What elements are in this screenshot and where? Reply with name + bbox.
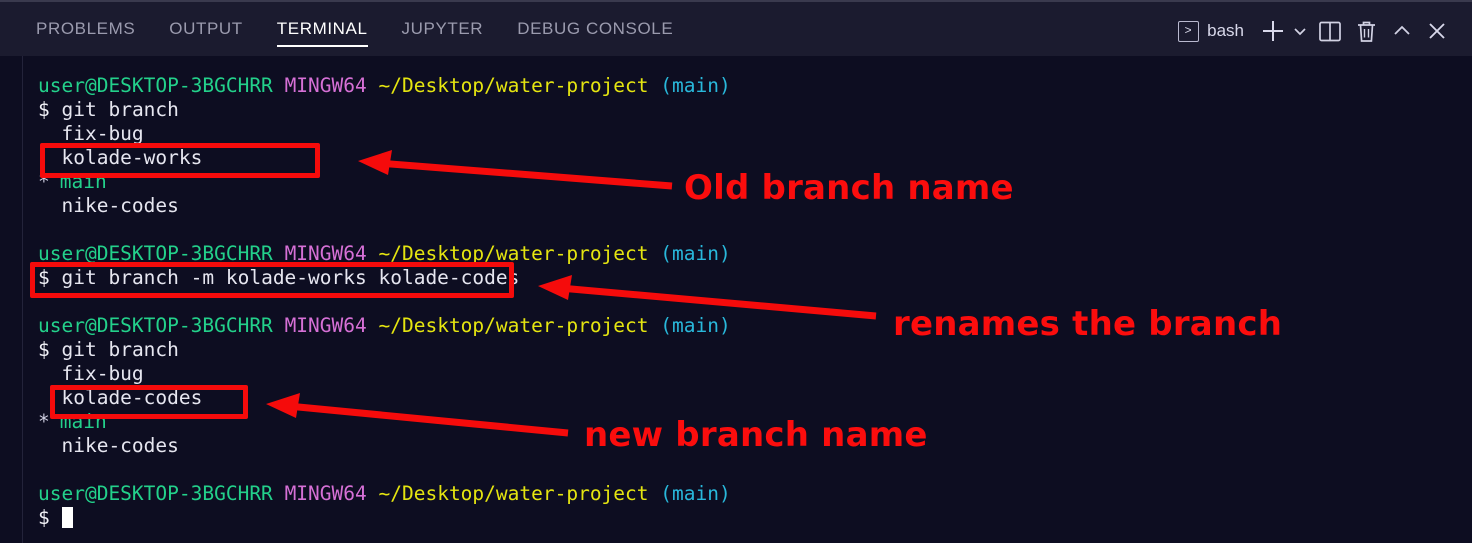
terminal-toolbar: > bash (1175, 4, 1454, 58)
kill-terminal-button[interactable] (1348, 14, 1384, 48)
branch-item-main-1: * main (38, 170, 107, 194)
tab-problems[interactable]: PROBLEMS (36, 2, 135, 56)
chevron-right-box-icon: > (1177, 20, 1199, 42)
prompt-user-host: user@DESKTOP-3BGCHRR (38, 482, 273, 505)
branch-label: kolade-codes (38, 386, 203, 409)
tab-problems-label: PROBLEMS (36, 19, 136, 38)
terminal-cursor (61, 507, 73, 528)
branch-item-kolade-codes: kolade-codes (38, 386, 202, 410)
tab-debug-console[interactable]: DEBUG CONSOLE (517, 2, 673, 56)
branch-label: fix-bug (38, 122, 144, 145)
tab-debug-console-label: DEBUG CONSOLE (517, 19, 674, 38)
prompt-line-1: user@DESKTOP-3BGCHRR MINGW64 ~/Desktop/w… (38, 74, 731, 98)
close-x-icon (1429, 23, 1445, 39)
panel-top-border (0, 0, 1472, 2)
branch-item-nike-codes-1: nike-codes (38, 194, 179, 218)
command-line-4[interactable]: $ (38, 506, 73, 530)
prompt-branch: (main) (660, 314, 731, 337)
plus-icon (1263, 21, 1283, 41)
prompt-symbol: $ (38, 266, 50, 289)
tab-terminal-label: TERMINAL (276, 19, 368, 38)
prompt-symbol: $ (38, 98, 50, 121)
prompt-branch: (main) (660, 482, 731, 505)
prompt-path: ~/Desktop/water-project (378, 482, 649, 505)
branch-item-fix-bug-2: fix-bug (38, 362, 144, 386)
tab-output[interactable]: OUTPUT (169, 2, 242, 56)
prompt-branch: (main) (660, 242, 731, 265)
prompt-user-host: user@DESKTOP-3BGCHRR (38, 314, 273, 337)
panel-tabs: PROBLEMS OUTPUT TERMINAL JUPYTER DEBUG C… (36, 2, 673, 56)
prompt-shell: MINGW64 (284, 74, 367, 97)
prompt-symbol: $ (38, 338, 50, 361)
branch-label: kolade-works (38, 146, 203, 169)
tab-jupyter-label: JUPYTER (401, 19, 484, 38)
prompt-symbol: $ (38, 506, 50, 529)
branch-label: nike-codes (38, 434, 179, 457)
terminal-output-area[interactable]: user@DESKTOP-3BGCHRR MINGW64 ~/Desktop/w… (0, 56, 1472, 543)
maximize-panel-button[interactable] (1384, 14, 1420, 48)
prompt-path: ~/Desktop/water-project (378, 74, 649, 97)
branch-item-main-2: * main (38, 410, 107, 434)
tab-jupyter[interactable]: JUPYTER (402, 2, 484, 56)
panel-tab-bar: PROBLEMS OUTPUT TERMINAL JUPYTER DEBUG C… (0, 2, 1472, 56)
command-line-1: $ git branch (38, 98, 179, 122)
split-editor-icon (1319, 21, 1341, 41)
prompt-shell: MINGW64 (284, 242, 367, 265)
command-text-2: git branch -m kolade-works kolade-codes (61, 266, 520, 289)
branch-item-nike-codes-2: nike-codes (38, 434, 179, 458)
new-terminal-dropdown-button[interactable] (1288, 14, 1312, 48)
prompt-user-host: user@DESKTOP-3BGCHRR (38, 74, 273, 97)
prompt-line-4: user@DESKTOP-3BGCHRR MINGW64 ~/Desktop/w… (38, 482, 731, 506)
command-line-2: $ git branch -m kolade-works kolade-code… (38, 266, 519, 290)
branch-label: fix-bug (38, 362, 144, 385)
tab-terminal[interactable]: TERMINAL (276, 2, 368, 56)
new-terminal-button[interactable] (1258, 14, 1288, 48)
close-panel-button[interactable] (1420, 14, 1454, 48)
shell-name-label[interactable]: bash (1207, 21, 1244, 40)
current-branch-name: main (59, 410, 107, 433)
command-text-1: git branch (61, 98, 179, 121)
prompt-shell: MINGW64 (284, 314, 367, 337)
trash-icon (1357, 21, 1375, 42)
prompt-user-host: user@DESKTOP-3BGCHRR (38, 242, 273, 265)
command-text-3: git branch (61, 338, 179, 361)
branch-label: nike-codes (38, 194, 179, 217)
prompt-path: ~/Desktop/water-project (378, 242, 649, 265)
shell-selector-button[interactable]: > (1175, 14, 1201, 48)
chevron-up-icon (1394, 25, 1410, 35)
current-branch-name: main (59, 170, 107, 193)
prompt-line-2: user@DESKTOP-3BGCHRR MINGW64 ~/Desktop/w… (38, 242, 731, 266)
branch-item-fix-bug-1: fix-bug (38, 122, 144, 146)
branch-item-kolade-works: kolade-works (38, 146, 202, 170)
tab-output-label: OUTPUT (169, 19, 243, 38)
prompt-shell: MINGW64 (284, 482, 367, 505)
terminal-left-gutter (22, 56, 23, 543)
prompt-path: ~/Desktop/water-project (378, 314, 649, 337)
chevron-down-icon (1294, 28, 1306, 36)
current-branch-marker: * (38, 170, 50, 193)
command-line-3: $ git branch (38, 338, 179, 362)
current-branch-marker: * (38, 410, 50, 433)
prompt-branch: (main) (660, 74, 731, 97)
split-terminal-button[interactable] (1312, 14, 1348, 48)
prompt-line-3: user@DESKTOP-3BGCHRR MINGW64 ~/Desktop/w… (38, 314, 731, 338)
